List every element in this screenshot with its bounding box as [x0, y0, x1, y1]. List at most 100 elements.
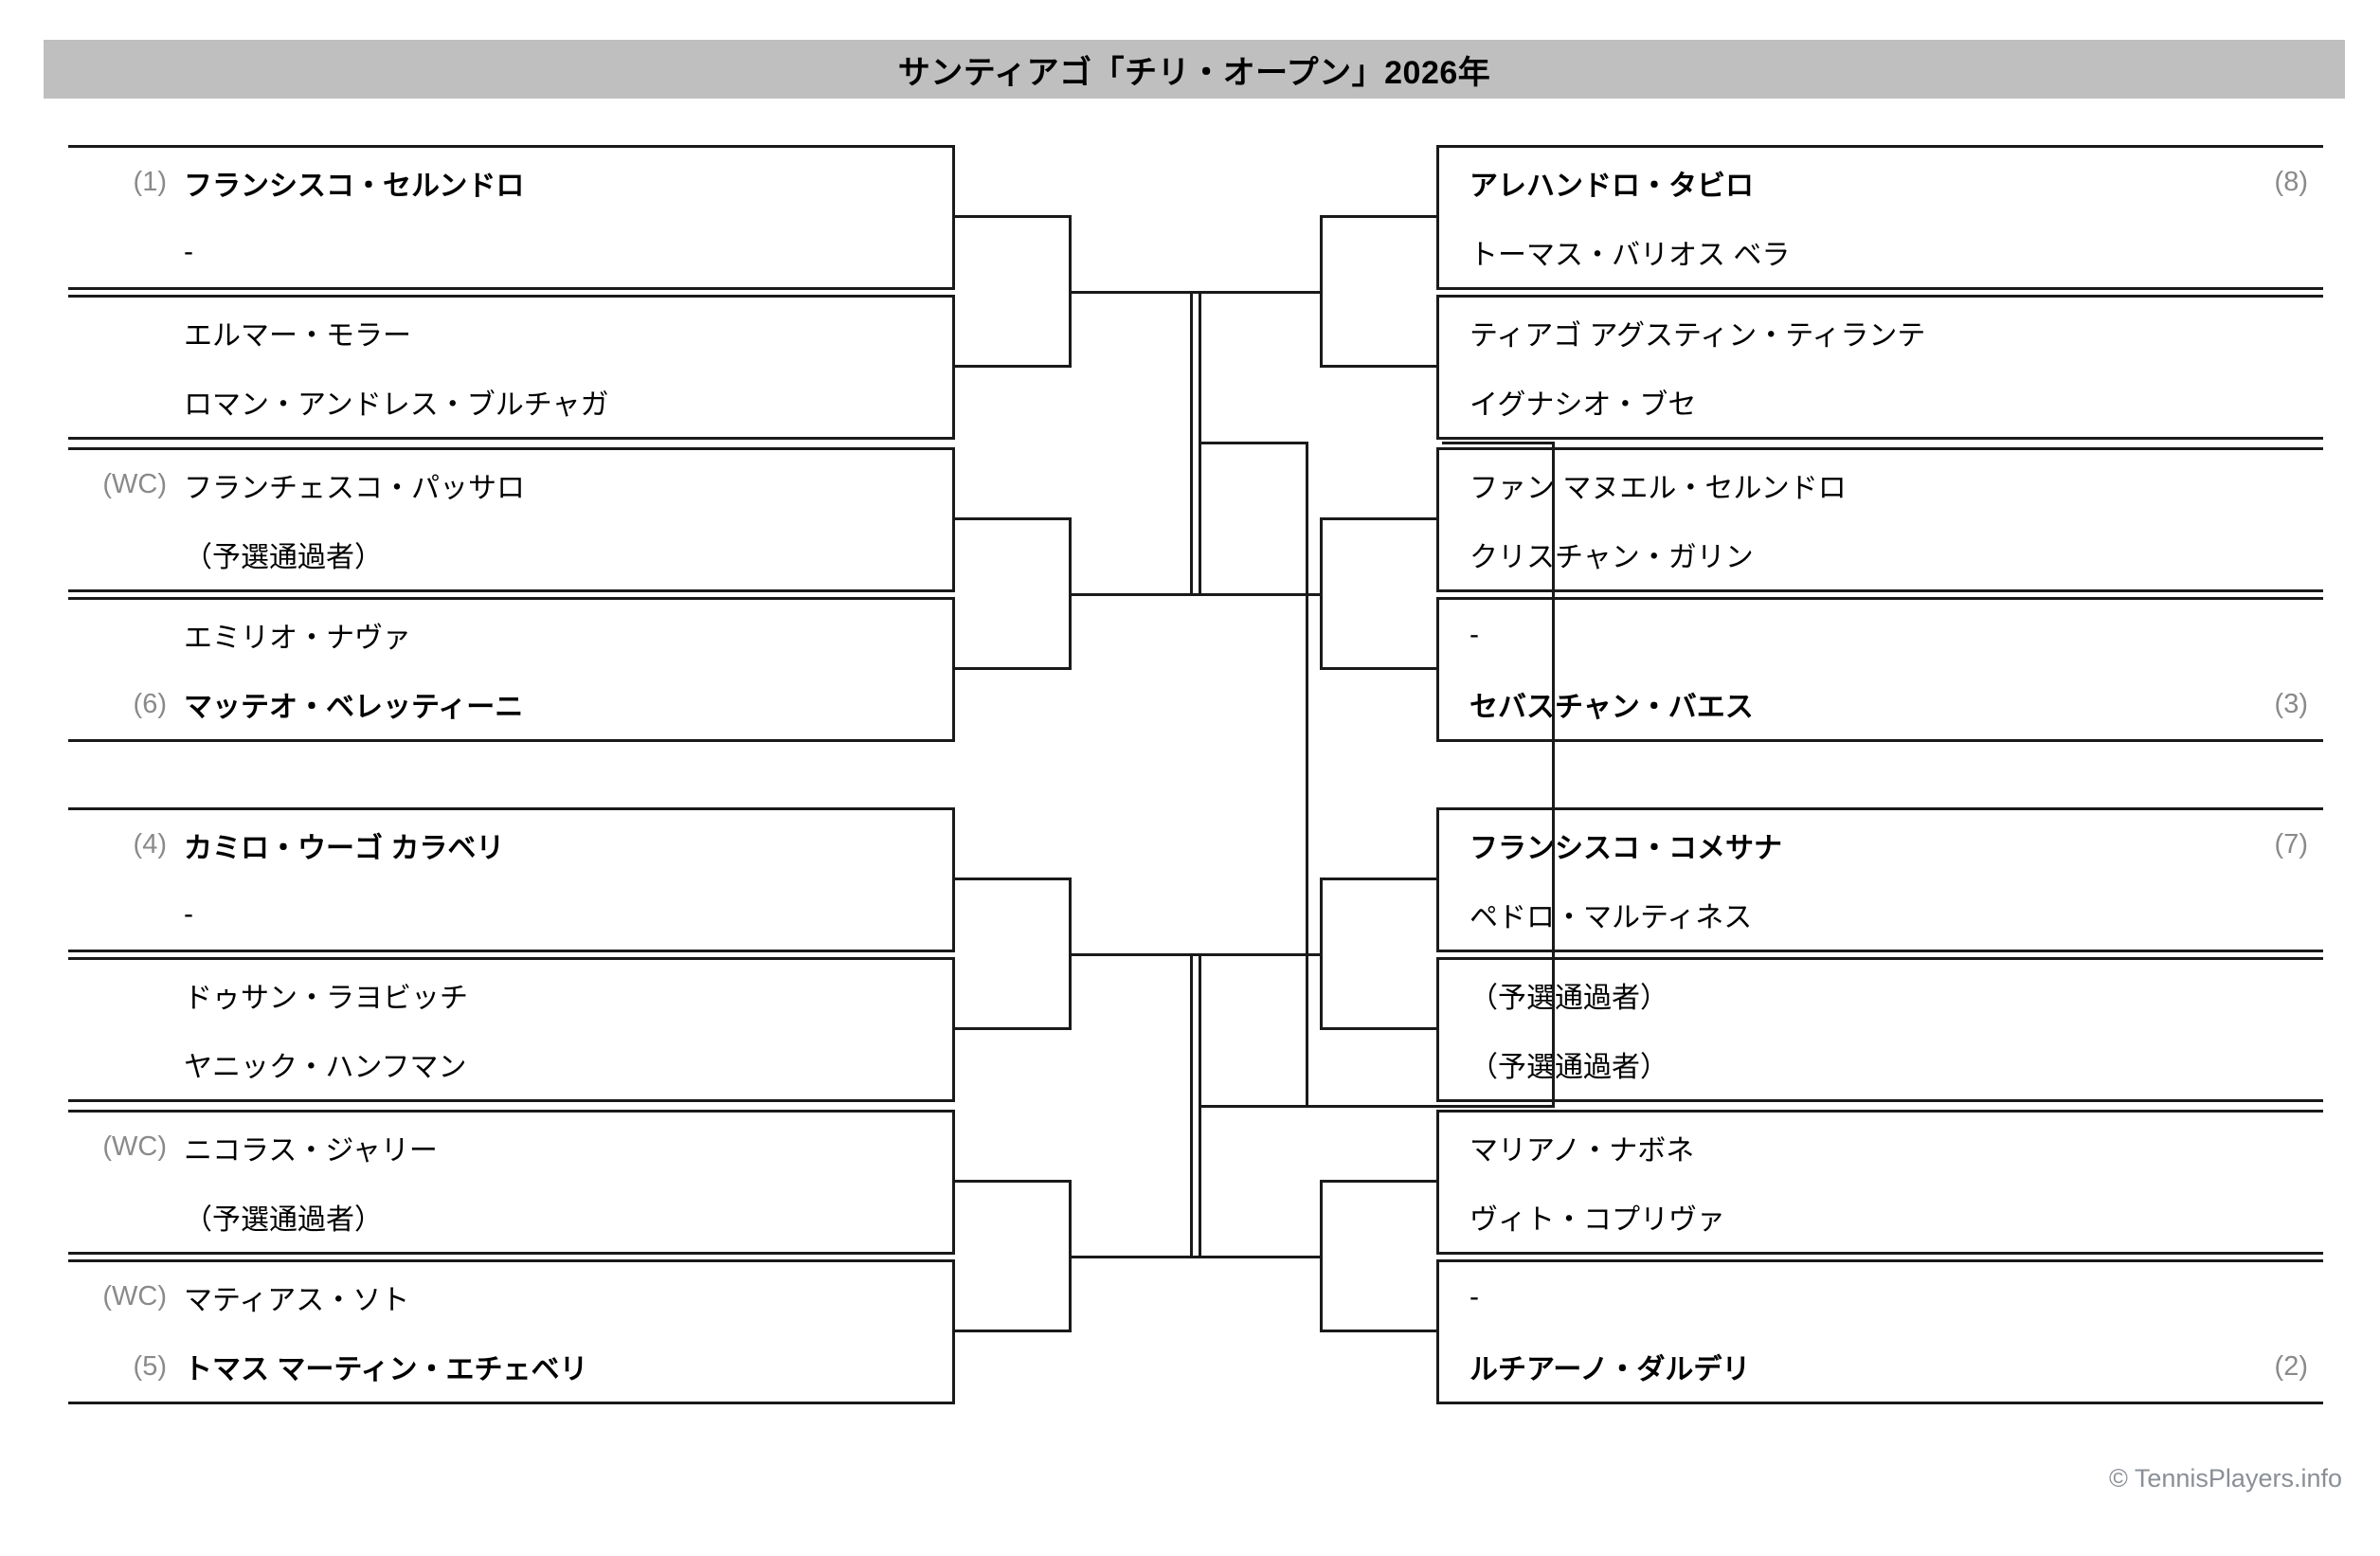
connector-line — [955, 517, 1072, 520]
match-slot[interactable]: - — [1439, 1262, 2323, 1332]
connector-line — [955, 1180, 1072, 1183]
player-name: ニコラス・ジャリー — [184, 1134, 438, 1167]
connector-line — [1320, 517, 1436, 520]
connector-line — [1320, 1027, 1436, 1030]
match-slot[interactable]: ファン マヌエル・セルンドロ — [1439, 450, 2323, 520]
match-slot[interactable]: - — [1439, 600, 2323, 670]
match-box-R5[interactable]: フランシスコ・コメサナ (7) ペドロ・マルティネス — [1436, 807, 2323, 952]
connector-line — [1190, 593, 1323, 596]
match-slot[interactable]: ヤニック・ハンフマン — [68, 1030, 952, 1100]
player-name: エルマー・モラー — [184, 319, 411, 352]
match-box-R3[interactable]: ファン マヌエル・セルンドロ クリスチャン・ガリン — [1436, 447, 2323, 592]
match-slot[interactable]: - — [68, 880, 952, 950]
connector-line — [1320, 215, 1436, 218]
match-box-L5[interactable]: (4) カミロ・ウーゴ カラベリ - — [68, 807, 955, 952]
connector-line — [955, 1330, 1072, 1332]
player-name: アレハンドロ・タビロ — [1469, 170, 1754, 202]
match-slot[interactable]: (5) トマス マーティン・エチェベリ — [68, 1332, 952, 1402]
match-slot[interactable]: （予選通過者） — [1439, 1030, 2323, 1100]
match-slot[interactable]: エルマー・モラー — [68, 298, 952, 368]
seed-label: (8) — [2274, 167, 2308, 198]
connector-line — [955, 1027, 1072, 1030]
match-slot[interactable]: ティアゴ アグスティン・ティランテ — [1439, 298, 2323, 368]
match-slot[interactable]: (6) マッテオ・ベレッティーニ — [68, 670, 952, 740]
connector-line — [1190, 1256, 1323, 1258]
match-slot[interactable]: トーマス・バリオス ベラ — [1439, 218, 2323, 288]
match-slot[interactable]: ルチアーノ・ダルデリ (2) — [1439, 1332, 2323, 1402]
connector-line — [1190, 291, 1193, 596]
player-name: マリアノ・ナボネ — [1469, 1134, 1695, 1167]
match-slot[interactable]: クリスチャン・ガリン — [1439, 520, 2323, 590]
match-slot[interactable]: (WC) ニコラス・ジャリー — [68, 1113, 952, 1183]
match-box-R1[interactable]: アレハンドロ・タビロ (8) トーマス・バリオス ベラ — [1436, 145, 2323, 290]
player-name: エミリオ・ナヴァ — [184, 622, 411, 654]
match-slot[interactable]: - — [68, 218, 952, 288]
match-box-R2[interactable]: ティアゴ アグスティン・ティランテ イグナシオ・ブセ — [1436, 295, 2323, 440]
match-box-L8[interactable]: (WC) マティアス・ソト (5) トマス マーティン・エチェベリ — [68, 1259, 955, 1404]
connector-line — [1069, 953, 1201, 956]
match-slot[interactable]: (4) カミロ・ウーゴ カラベリ — [68, 810, 952, 880]
match-slot[interactable]: アレハンドロ・タビロ (8) — [1439, 148, 2323, 218]
match-box-L6[interactable]: ドゥサン・ラヨビッチ ヤニック・ハンフマン — [68, 957, 955, 1102]
match-slot[interactable]: (WC) マティアス・ソト — [68, 1262, 952, 1332]
match-slot[interactable]: ドゥサン・ラヨビッチ — [68, 960, 952, 1030]
match-box-L1[interactable]: (1) フランシスコ・セルンドロ - — [68, 145, 955, 290]
connector-line — [955, 667, 1072, 670]
match-box-R4[interactable]: - セバスチャン・バエス (3) — [1436, 597, 2323, 742]
connector-line — [1442, 442, 1554, 444]
player-name: クリスチャン・ガリン — [1469, 542, 1754, 574]
seed-label: (WC) — [102, 1281, 167, 1312]
seed-label: (1) — [133, 167, 167, 198]
match-box-R7[interactable]: マリアノ・ナボネ ヴィト・コプリヴァ — [1436, 1110, 2323, 1255]
match-slot[interactable]: (1) フランシスコ・セルンドロ — [68, 148, 952, 218]
match-slot[interactable]: ヴィト・コプリヴァ — [1439, 1183, 2323, 1253]
match-box-R8[interactable]: - ルチアーノ・ダルデリ (2) — [1436, 1259, 2323, 1404]
copyright-notice: © TennisPlayers.info — [2108, 1464, 2342, 1493]
player-name: トーマス・バリオス ベラ — [1469, 240, 1791, 272]
match-slot[interactable]: ロマン・アンドレス・ブルチャガ — [68, 368, 952, 438]
player-name: - — [184, 898, 193, 931]
player-name: イグナシオ・ブセ — [1469, 389, 1697, 422]
page-title: サンティアゴ「チリ・オープン」2026年 — [897, 54, 1491, 91]
match-slot[interactable]: （予選通過者） — [1439, 960, 2323, 1030]
connector-line — [1320, 1330, 1436, 1332]
match-slot[interactable]: エミリオ・ナヴァ — [68, 600, 952, 670]
connector-line — [955, 215, 1072, 218]
connector-line — [1306, 1105, 1552, 1108]
match-slot[interactable]: セバスチャン・バエス (3) — [1439, 670, 2323, 740]
connector-line — [1069, 1256, 1201, 1258]
match-box-L2[interactable]: エルマー・モラー ロマン・アンドレス・ブルチャガ — [68, 295, 955, 440]
match-box-L7[interactable]: (WC) ニコラス・ジャリー （予選通過者） — [68, 1110, 955, 1255]
match-slot[interactable]: (WC) フランチェスコ・パッサロ — [68, 450, 952, 520]
match-box-R6[interactable]: （予選通過者） （予選通過者） — [1436, 957, 2323, 1102]
match-slot[interactable]: （予選通過者） — [68, 1183, 952, 1253]
player-name: ファン マヌエル・セルンドロ — [1469, 472, 1847, 504]
tournament-title-bar: サンティアゴ「チリ・オープン」2026年 — [44, 40, 2345, 99]
player-name: （予選通過者） — [1469, 1052, 1668, 1084]
match-slot[interactable]: マリアノ・ナボネ — [1439, 1113, 2323, 1183]
player-name: マティアス・ソト — [184, 1284, 410, 1316]
player-name: - — [1469, 618, 1479, 650]
player-name: ヴィト・コプリヴァ — [1469, 1204, 1725, 1237]
match-slot[interactable]: （予選通過者） — [68, 520, 952, 590]
seed-label: (WC) — [102, 469, 167, 500]
connector-line — [1190, 953, 1193, 1258]
player-name: - — [1469, 1280, 1479, 1312]
player-name: マッテオ・ベレッティーニ — [184, 692, 524, 724]
player-name: ドゥサン・ラヨビッチ — [184, 982, 468, 1014]
player-name: フランシスコ・セルンドロ — [184, 170, 525, 202]
connector-line — [1320, 365, 1436, 368]
match-slot[interactable]: ペドロ・マルティネス — [1439, 880, 2323, 950]
match-box-L4[interactable]: エミリオ・ナヴァ (6) マッテオ・ベレッティーニ — [68, 597, 955, 742]
player-name: セバスチャン・バエス — [1469, 692, 1754, 724]
match-slot[interactable]: フランシスコ・コメサナ (7) — [1439, 810, 2323, 880]
match-box-L3[interactable]: (WC) フランチェスコ・パッサロ （予選通過者） — [68, 447, 955, 592]
connector-line — [1190, 291, 1323, 294]
seed-label: (3) — [2274, 688, 2308, 719]
connector-line — [1320, 667, 1436, 670]
seed-label: (WC) — [102, 1131, 167, 1163]
match-slot[interactable]: イグナシオ・ブセ — [1439, 368, 2323, 438]
connector-line — [1320, 1180, 1436, 1183]
player-name: フランチェスコ・パッサロ — [184, 472, 525, 504]
player-name: ヤニック・ハンフマン — [184, 1052, 467, 1084]
